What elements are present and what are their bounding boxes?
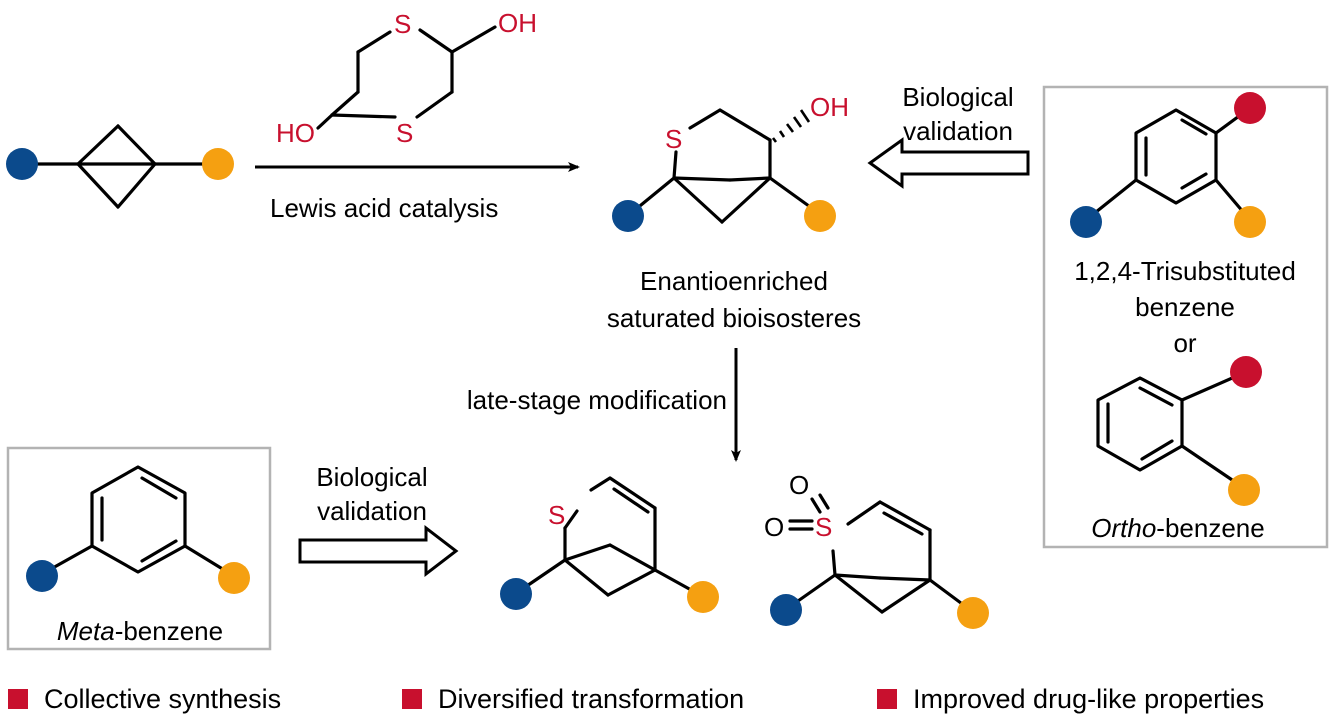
sulfone-oxygen-left: O bbox=[764, 512, 784, 542]
benzene-comparison-box-right bbox=[1042, 85, 1329, 549]
product-caption-line1: Enantioenriched bbox=[640, 266, 828, 296]
trisubstituted-label-line2: benzene bbox=[1135, 292, 1235, 322]
lewis-acid-catalysis-label: Lewis acid catalysis bbox=[270, 193, 498, 223]
or-label: or bbox=[1173, 328, 1196, 358]
unsaturated-thiabicycle: S bbox=[500, 476, 719, 613]
reagent-s-bottom: S bbox=[396, 118, 413, 148]
orange-substituent-dot bbox=[804, 200, 836, 232]
red-substituent-dot bbox=[1230, 356, 1262, 388]
orange-substituent-dot bbox=[218, 562, 250, 594]
dithiane-diol-reagent: S S OH HO bbox=[276, 8, 537, 148]
blue-substituent-dot bbox=[1070, 206, 1102, 238]
orange-substituent-dot bbox=[1234, 206, 1266, 238]
reagent-ho: HO bbox=[276, 118, 315, 148]
feature-item: Diversified transformation bbox=[402, 679, 744, 719]
feature-item: Collective synthesis bbox=[8, 679, 281, 719]
validation-hollow-arrow-right bbox=[298, 524, 459, 578]
benzene-comparison-box-left bbox=[6, 446, 272, 651]
ortho-benzene bbox=[1096, 356, 1262, 506]
late-stage-label: late-stage modification bbox=[467, 385, 727, 415]
orange-substituent-dot bbox=[687, 581, 719, 613]
bicyclobutane-starting-material bbox=[6, 124, 234, 209]
unsaturated-sulfone: S O O bbox=[764, 470, 989, 629]
meta-benzene-label: Meta-benzene bbox=[57, 616, 223, 646]
bullet-square-icon bbox=[877, 689, 897, 709]
product-s: S bbox=[665, 124, 682, 154]
validation-left-line2: validation bbox=[317, 496, 427, 526]
blue-substituent-dot bbox=[500, 578, 532, 610]
hashed-wedge-bond bbox=[771, 109, 811, 143]
reagent-oh: OH bbox=[498, 8, 537, 38]
derivative-sulfone-s: S bbox=[815, 512, 832, 542]
blue-substituent-dot bbox=[26, 560, 58, 592]
orange-substituent-dot bbox=[1228, 474, 1260, 506]
red-substituent-dot bbox=[1234, 92, 1266, 124]
validation-left-line1: Biological bbox=[316, 462, 427, 492]
feature-label: Collective synthesis bbox=[44, 683, 282, 714]
scheme-drawing: S S OH HO Lewis acid catalysis S OH Enan… bbox=[6, 8, 1329, 651]
blue-substituent-dot bbox=[612, 200, 644, 232]
product-caption-line2: saturated bioisosteres bbox=[607, 303, 861, 333]
bullet-square-icon bbox=[402, 689, 422, 709]
thiabicyclohexane-product: S OH bbox=[612, 92, 849, 232]
bullet-square-icon bbox=[8, 689, 28, 709]
validation-right-line2: validation bbox=[903, 116, 1013, 146]
feature-item: Improved drug-like properties bbox=[877, 679, 1264, 719]
trisubstituted-benzene bbox=[1070, 92, 1266, 238]
derivative-thio-s: S bbox=[548, 500, 565, 530]
validation-hollow-arrow-left bbox=[867, 137, 1030, 189]
orange-substituent-dot bbox=[957, 597, 989, 629]
orange-substituent-dot bbox=[202, 148, 234, 180]
sulfone-oxygen-top: O bbox=[789, 470, 809, 500]
feature-label: Improved drug-like properties bbox=[913, 683, 1265, 714]
meta-benzene bbox=[26, 465, 250, 594]
ortho-benzene-label: Ortho-benzene bbox=[1091, 513, 1264, 543]
feature-label: Diversified transformation bbox=[438, 683, 745, 714]
reagent-s-top: S bbox=[394, 9, 411, 39]
validation-right-line1: Biological bbox=[902, 82, 1013, 112]
product-oh: OH bbox=[810, 92, 849, 122]
trisubstituted-label-line1: 1,2,4-Trisubstituted bbox=[1074, 256, 1296, 286]
blue-substituent-dot bbox=[6, 148, 38, 180]
blue-substituent-dot bbox=[770, 594, 802, 626]
